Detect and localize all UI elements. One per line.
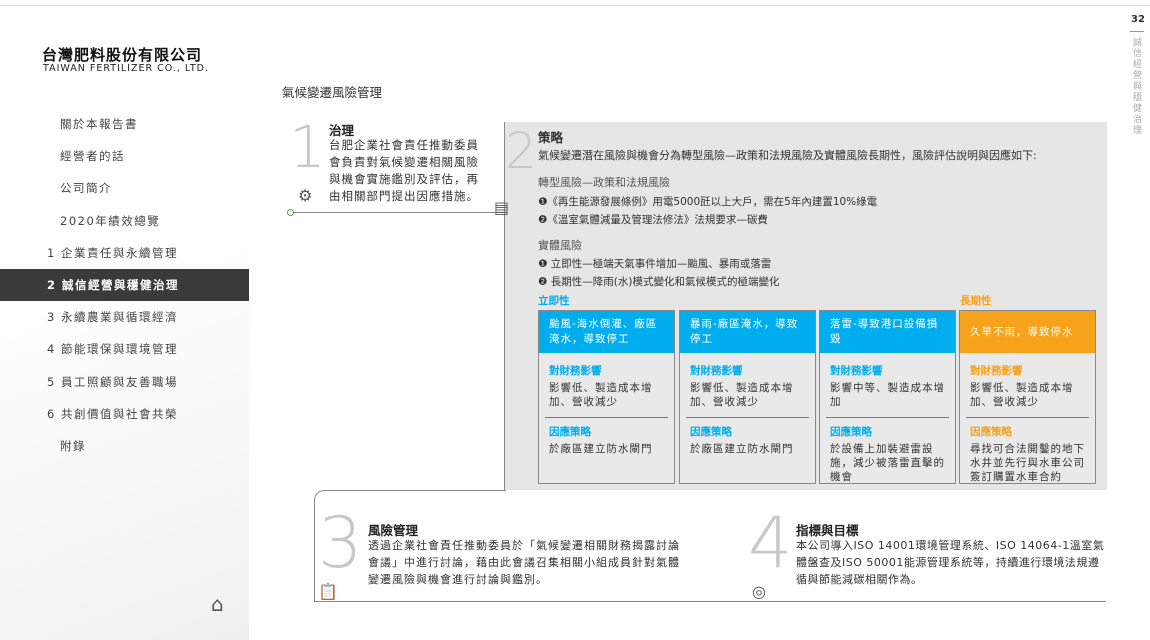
financial-impact-label: 對財務影響 <box>830 365 883 377</box>
risk-card: 颱風-海水倒灌、廠區淹水，導致停工 對財務影響 影響低、製造成本增加、營收減少 … <box>538 310 675 484</box>
response-strategy-text: 於廠區建立防水閘門 <box>690 443 794 455</box>
financial-impact-label: 對財務影響 <box>549 365 602 377</box>
card-divider <box>686 417 809 418</box>
risk-card-title: 久旱不雨，導致停水 <box>960 311 1095 353</box>
transition-item-2: ❷《溫室氣體減量及管理法修法》法規要求—碳費 <box>538 214 768 226</box>
response-strategy-label: 因應策略 <box>970 426 1012 438</box>
risk-card-title: 暴雨-廠區淹水，導致停工 <box>680 311 815 353</box>
home-icon[interactable]: ⌂ <box>211 592 224 616</box>
divider <box>1130 31 1144 32</box>
sidebar-item-company-profile[interactable]: 公司簡介 <box>60 181 112 196</box>
clipboard-gear-icon: 📋 <box>318 582 338 601</box>
risk-card: 落雷-導致港口設備損毀 對財務影響 影響中等、製造成本增加 因應策略 於設備上加… <box>819 310 956 484</box>
sidebar-item-chapter-4[interactable]: 4 節能環保與環境管理 <box>47 342 178 357</box>
page-number: 32 <box>1131 14 1145 25</box>
logo-chinese: 台灣肥料股份有限公司 <box>42 46 203 64</box>
response-strategy-text: 尋找可合法開鑿的地下水井並先行與水車公司簽訂購置水車合約 <box>970 443 1085 483</box>
sidebar-item-chapter-3[interactable]: 3 永續農業與循環經濟 <box>47 310 178 325</box>
response-strategy-text: 於設備上加裝避雷設施，減少被落雷直擊的機會 <box>830 443 945 483</box>
sidebar-nav: 關於本報告書 經營者的話 公司簡介 2020年績效總覽 1 企業責任與永續管理 … <box>0 108 249 462</box>
card-divider <box>826 417 949 418</box>
sidebar-item-chapter-6[interactable]: 6 共創價值與社會共榮 <box>47 406 178 421</box>
risk-card: 久旱不雨，導致停水 對財務影響 影響低、製造成本增加、營收減少 因應策略 尋找可… <box>959 310 1096 484</box>
sidebar-item-performance-2020[interactable]: 2020年績效總覽 <box>60 213 161 228</box>
physical-risk-title: 實體風險 <box>538 239 582 252</box>
sidebar-item-chapter-2[interactable]: 2 誠信經營與穩健治理 <box>0 268 249 302</box>
sidebar-item-chapter-1[interactable]: 1 企業責任與永續管理 <box>47 245 178 260</box>
section-number-4: 4 <box>748 502 793 584</box>
financial-impact-label: 對財務影響 <box>690 365 743 377</box>
risk-card-title: 颱風-海水倒灌、廠區淹水，導致停工 <box>539 311 674 353</box>
financial-impact-text: 影響低、製造成本增加、營收減少 <box>970 382 1074 408</box>
risk-card: 暴雨-廠區淹水，導致停工 對財務影響 影響低、製造成本增加、營收減少 因應策略 … <box>679 310 816 484</box>
governance-text: 台肥企業社會責任推動委員會負責對氣候變遷相關風險與機會實施鑑別及評估，再由相關部… <box>329 138 479 203</box>
sidebar-item-appendix[interactable]: 附錄 <box>60 438 86 453</box>
response-strategy-label: 因應策略 <box>549 426 591 438</box>
card-divider <box>545 417 668 418</box>
chronic-label: 長期性 <box>960 295 992 307</box>
transition-item-1: ❶《再生能源發展條例》用電5000瓩以上大戶，需在5年內建置10%綠電 <box>538 196 878 208</box>
response-strategy-text: 於廠區建立防水閘門 <box>549 443 653 455</box>
section-number-2: 2 <box>505 122 537 180</box>
top-divider <box>0 5 1150 6</box>
metrics-text: 本公司導入ISO 14001環境管理系統、ISO 14064-1溫室氣體盤查及I… <box>796 539 1105 586</box>
page-title: 氣候變遷風險管理 <box>282 85 383 100</box>
transition-risk-title: 轉型風險—政策和法規風險 <box>538 176 670 189</box>
strategy-heading: 策略 <box>538 130 564 145</box>
risk-heading: 風險管理 <box>368 523 419 538</box>
connector-line <box>504 122 505 490</box>
section-number-1: 1 <box>289 113 326 181</box>
financial-impact-text: 影響低、製造成本增加、營收減少 <box>549 382 653 408</box>
financial-impact-text: 影響低、製造成本增加、營收減少 <box>690 382 794 408</box>
card-divider <box>966 417 1089 418</box>
response-strategy-label: 因應策略 <box>690 426 732 438</box>
connector-line <box>314 490 506 602</box>
logo-english: TAIWAN FERTILIZER CO., LTD. <box>43 63 209 74</box>
sidebar-item-chapter-5[interactable]: 5 員工照顧與友善職場 <box>47 374 178 389</box>
connector-line <box>290 212 505 213</box>
response-strategy-label: 因應策略 <box>830 426 872 438</box>
magnifier-gear-icon: ⚙ <box>298 186 313 205</box>
financial-impact-label: 對財務影響 <box>970 365 1023 377</box>
governance-heading: 治理 <box>329 123 355 138</box>
metrics-heading: 指標與目標 <box>796 523 859 538</box>
connector-line <box>314 601 1106 602</box>
sidebar-item-about-report[interactable]: 關於本報告書 <box>60 117 138 131</box>
financial-impact-text: 影響中等、製造成本增加 <box>830 382 945 408</box>
sidebar-item-ceo-message[interactable]: 經營者的話 <box>60 149 125 164</box>
risk-card-title: 落雷-導致港口設備損毀 <box>820 311 955 353</box>
physical-item-1: ❶ 立即性—極端天氣事件增加—颱風、暴雨或落雷 <box>538 258 772 270</box>
acute-label: 立即性 <box>538 295 570 307</box>
physical-item-2: ❷ 長期性—降雨(水)模式變化和氣候模式的極端變化 <box>538 276 780 288</box>
section-number-3: 3 <box>318 502 363 584</box>
strategy-intro: 氣候變遷潛在風險與機會分為轉型風險—政策和法規風險及實體風險長期性，風險評估說明… <box>538 149 1037 162</box>
risk-text: 透過企業社會責任推動委員於「氣候變遷相關財務揭露討論會議」中進行討論，藉由此會議… <box>368 539 680 586</box>
target-icon: ◎ <box>752 582 766 601</box>
connector-dot <box>287 209 294 216</box>
chapter-vertical-label: 誠信經營與穩健治理 <box>1133 38 1143 136</box>
sidebar <box>0 6 249 640</box>
document-pen-icon: ▤ <box>494 198 510 217</box>
